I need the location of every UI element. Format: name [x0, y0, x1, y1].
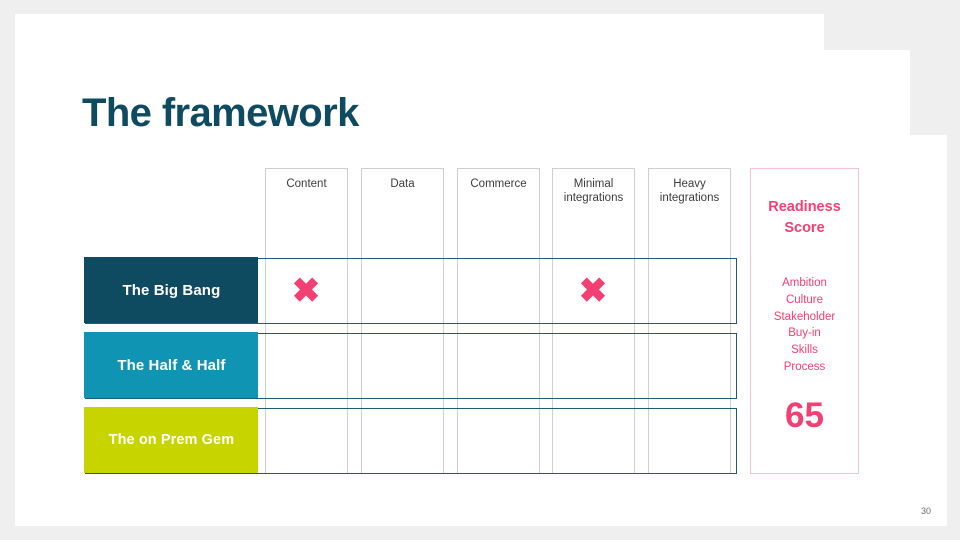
x-mark-icon: ✖ — [291, 272, 321, 310]
page-number: 30 — [920, 506, 931, 516]
table-row[interactable]: The on Prem Gem — [84, 407, 737, 474]
column-label-content: Content — [286, 178, 327, 190]
row-label-the-big-bang: The Big Bang — [84, 257, 259, 324]
row-label-the-on-prem-gem: The on Prem Gem — [84, 407, 259, 474]
column-label-heavy-integrations: Heavy integrations — [659, 178, 720, 205]
table-row[interactable]: The Half & Half — [84, 332, 737, 399]
row-label-the-half-and-half: The Half & Half — [84, 332, 259, 399]
column-label-minimal-integrations: Minimal integrations — [563, 178, 624, 205]
column-label-data: Data — [390, 178, 415, 190]
readiness-score-panel: Readiness Score Ambition Culture Stakeho… — [750, 168, 859, 474]
readiness-score-criteria: Ambition Culture Stakeholder Buy-in Skil… — [773, 277, 836, 373]
page-title: The framework — [82, 91, 359, 135]
readiness-score-title: Readiness Score — [768, 199, 841, 237]
x-mark-icon: ✖ — [578, 272, 608, 310]
readiness-score-value: 65 — [785, 395, 824, 435]
table-row[interactable]: The Big Bang — [84, 257, 737, 324]
column-label-commerce: Commerce — [470, 178, 527, 190]
